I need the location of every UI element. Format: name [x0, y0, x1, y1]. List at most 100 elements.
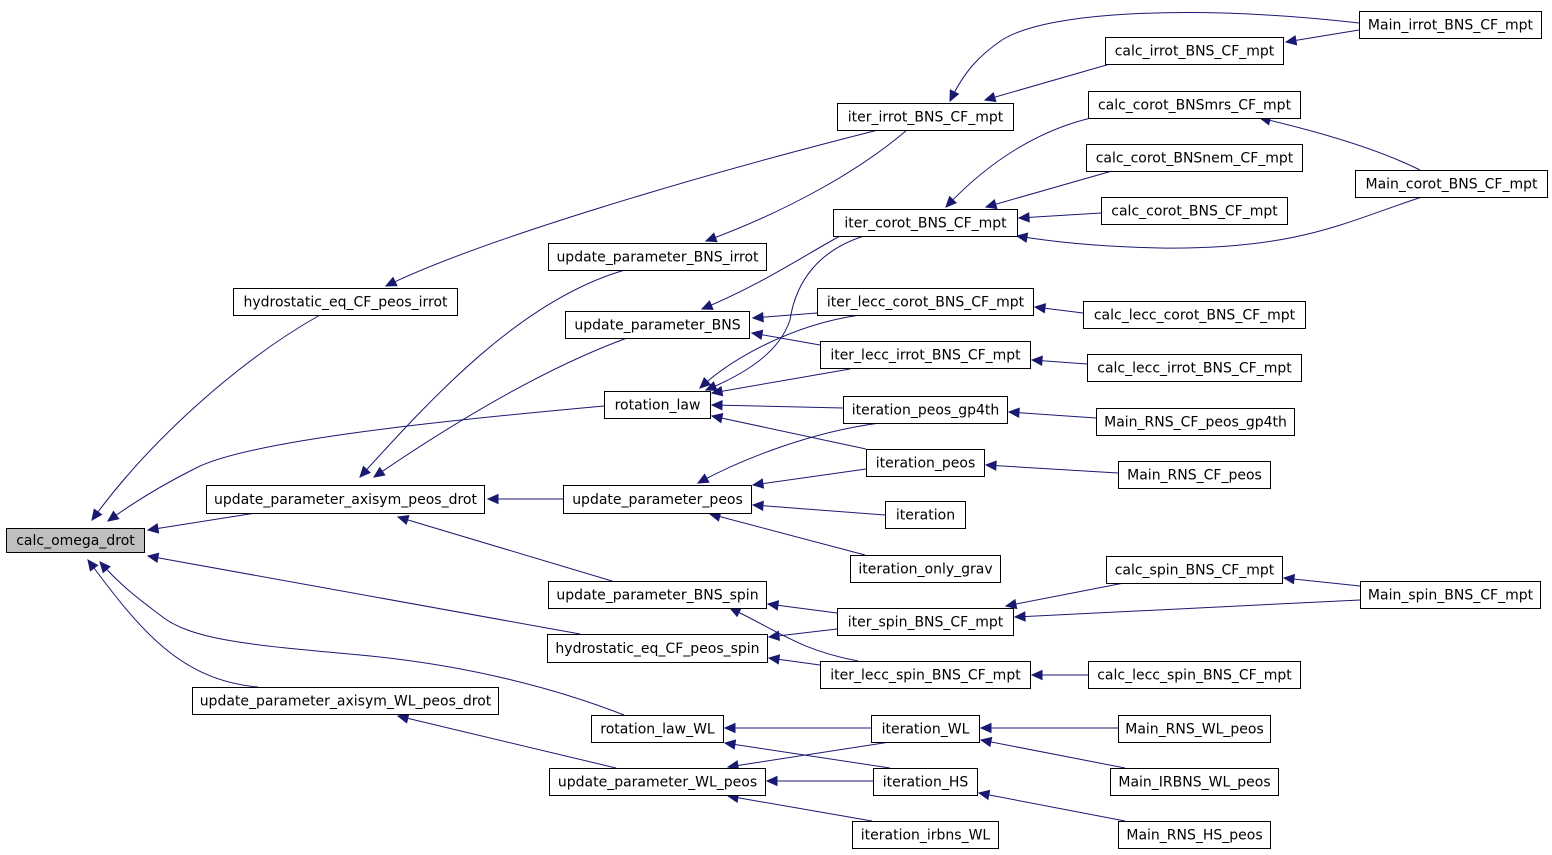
call-edge-calc_spin_BNS_CF_mpt-to-iter_spin_BNS_CF_mpt — [1004, 582, 1125, 610]
arrowhead-icon — [396, 514, 410, 526]
node-calc_corot_BNS_CF_mpt[interactable]: calc_corot_BNS_CF_mpt — [1101, 197, 1288, 225]
node-hydrostatic_eq_CF_peos_irrot[interactable]: hydrostatic_eq_CF_peos_irrot — [233, 288, 458, 316]
node-iter_lecc_corot_BNS_CF_mpt[interactable]: iter_lecc_corot_BNS_CF_mpt — [817, 288, 1034, 316]
edge-line — [147, 512, 257, 531]
node-label: update_parameter_axisym_peos_drot — [214, 492, 477, 508]
call-edge-iter_lecc_spin_BNS_CF_mpt-to-hydrostatic_eq_CF_peos_spin — [767, 654, 821, 666]
node-update_parameter_axisym_peos_drot[interactable]: update_parameter_axisym_peos_drot — [206, 485, 485, 514]
arrowhead-icon — [767, 654, 781, 665]
node-label: Main_RNS_HS_peos — [1126, 828, 1262, 844]
node-box — [1360, 581, 1541, 609]
edge-line — [1014, 599, 1361, 618]
arrowhead-icon — [984, 460, 997, 471]
edge-line — [985, 464, 1119, 474]
node-update_parameter_BNS_spin[interactable]: update_parameter_BNS_spin — [548, 581, 767, 609]
call-edge-hydrostatic_eq_CF_peos_irrot-to-calc_omega_drot — [91, 314, 321, 521]
node-box — [871, 715, 980, 743]
node-calc_spin_BNS_CF_mpt[interactable]: calc_spin_BNS_CF_mpt — [1106, 556, 1283, 584]
edge-line — [768, 628, 838, 638]
node-label: iteration_HS — [883, 775, 969, 791]
node-rotation_law_WL[interactable]: rotation_law_WL — [591, 715, 724, 743]
arrowhead-icon — [1284, 35, 1298, 46]
node-box — [820, 341, 1031, 369]
node-hydrostatic_eq_CF_peos_spin[interactable]: hydrostatic_eq_CF_peos_spin — [547, 634, 768, 663]
edge-line — [87, 559, 259, 688]
edge-line — [147, 555, 581, 635]
edge-line — [1285, 29, 1360, 43]
node-box — [1101, 197, 1288, 225]
node-calc_corot_BNSmrs_CF_mpt[interactable]: calc_corot_BNSmrs_CF_mpt — [1088, 91, 1301, 119]
node-iteration_irbns_WL[interactable]: iteration_irbns_WL — [852, 821, 999, 849]
edge-line — [705, 235, 865, 391]
call-edge-iteration-to-update_parameter_peos — [751, 500, 886, 516]
arrowhead-icon — [107, 510, 120, 522]
node-iter_lecc_irrot_BNS_CF_mpt[interactable]: iter_lecc_irrot_BNS_CF_mpt — [820, 341, 1031, 369]
node-iter_corot_BNS_CF_mpt[interactable]: iter_corot_BNS_CF_mpt — [833, 209, 1018, 237]
node-calc_irrot_BNS_CF_mpt[interactable]: calc_irrot_BNS_CF_mpt — [1105, 37, 1284, 65]
node-Main_irrot_BNS_CF_mpt[interactable]: Main_irrot_BNS_CF_mpt — [1359, 11, 1542, 39]
node-label: calc_irrot_BNS_CF_mpt — [1115, 44, 1275, 60]
node-rotation_law[interactable]: rotation_law — [604, 391, 711, 419]
node-update_parameter_BNS[interactable]: update_parameter_BNS — [565, 311, 750, 339]
node-iteration_only_grav[interactable]: iteration_only_grav — [850, 555, 1001, 583]
edge-line — [359, 269, 626, 478]
node-label: iteration_WL — [882, 722, 970, 738]
node-iteration_peos[interactable]: iteration_peos — [866, 449, 985, 477]
arrowhead-icon — [704, 232, 718, 243]
node-Main_RNS_WL_peos[interactable]: Main_RNS_WL_peos — [1118, 715, 1271, 743]
node-box — [1118, 715, 1271, 743]
node-box — [1088, 661, 1301, 689]
node-box — [1088, 91, 1301, 119]
node-update_parameter_BNS_irrot[interactable]: update_parameter_BNS_irrot — [548, 243, 767, 271]
arrowhead-icon — [710, 413, 724, 424]
node-Main_spin_BNS_CF_mpt[interactable]: Main_spin_BNS_CF_mpt — [1360, 581, 1541, 609]
call-edge-calc_lecc_corot_BNS_CF_mpt-to-iter_lecc_corot_BNS_CF_mpt — [1033, 303, 1084, 314]
arrowhead-icon — [699, 376, 712, 389]
arrowhead-icon — [704, 381, 718, 391]
node-label: calc_corot_BNSmrs_CF_mpt — [1098, 98, 1292, 114]
node-iteration_peos_gp4th[interactable]: iteration_peos_gp4th — [843, 396, 1008, 424]
node-iter_lecc_spin_BNS_CF_mpt[interactable]: iter_lecc_spin_BNS_CF_mpt — [820, 661, 1031, 689]
node-update_parameter_axisym_WL_peos_drot[interactable]: update_parameter_axisym_WL_peos_drot — [192, 687, 499, 715]
call-edge-calc_corot_BNSmrs_CF_mpt-to-iter_corot_BNS_CF_mpt — [945, 117, 1092, 208]
node-iter_spin_BNS_CF_mpt[interactable]: iter_spin_BNS_CF_mpt — [837, 608, 1014, 636]
node-box — [1105, 37, 1284, 65]
arrowhead-icon — [949, 89, 960, 103]
node-box — [1118, 461, 1271, 489]
node-label: update_parameter_BNS_spin — [556, 588, 758, 604]
node-label: Main_spin_BNS_CF_mpt — [1368, 588, 1534, 604]
node-calc_omega_drot[interactable]: calc_omega_drot — [6, 528, 145, 553]
node-label: calc_corot_BNSnem_CF_mpt — [1096, 151, 1294, 167]
node-label: Main_IRBNS_WL_peos — [1118, 775, 1270, 791]
node-iteration_WL[interactable]: iteration_WL — [871, 715, 980, 743]
call-edge-Main_irrot_BNS_CF_mpt-to-calc_irrot_BNS_CF_mpt — [1284, 29, 1360, 46]
node-box — [1106, 556, 1283, 584]
node-iteration[interactable]: iteration — [885, 501, 966, 529]
node-Main_corot_BNS_CF_mpt[interactable]: Main_corot_BNS_CF_mpt — [1355, 170, 1548, 198]
node-calc_lecc_irrot_BNS_CF_mpt[interactable]: calc_lecc_irrot_BNS_CF_mpt — [1087, 354, 1302, 382]
node-iteration_HS[interactable]: iteration_HS — [873, 768, 978, 796]
arrowhead-icon — [696, 473, 710, 484]
edge-line — [1016, 196, 1423, 249]
node-update_parameter_WL_peos[interactable]: update_parameter_WL_peos — [549, 768, 766, 796]
edge-line — [724, 742, 891, 769]
node-box — [843, 396, 1008, 424]
node-Main_RNS_HS_peos[interactable]: Main_RNS_HS_peos — [1118, 821, 1271, 849]
node-calc_lecc_corot_BNS_CF_mpt[interactable]: calc_lecc_corot_BNS_CF_mpt — [1083, 301, 1306, 329]
node-update_parameter_peos[interactable]: update_parameter_peos — [563, 485, 752, 514]
edge-line — [107, 405, 605, 522]
node-Main_RNS_CF_peos[interactable]: Main_RNS_CF_peos — [1118, 461, 1271, 489]
node-calc_lecc_spin_BNS_CF_mpt[interactable]: calc_lecc_spin_BNS_CF_mpt — [1088, 661, 1301, 689]
node-Main_IRBNS_WL_peos[interactable]: Main_IRBNS_WL_peos — [1110, 768, 1279, 796]
node-box — [820, 661, 1031, 689]
edge-line — [99, 561, 625, 716]
call-edge-iter_lecc_corot_BNS_CF_mpt-to-update_parameter_BNS — [751, 311, 818, 323]
node-box — [1096, 408, 1295, 436]
node-Main_RNS_CF_peos_gp4th[interactable]: Main_RNS_CF_peos_gp4th — [1096, 408, 1295, 436]
node-calc_corot_BNSnem_CF_mpt[interactable]: calc_corot_BNSnem_CF_mpt — [1086, 144, 1303, 172]
arrowhead-icon — [1030, 669, 1043, 681]
call-edge-iter_irrot_BNS_CF_mpt-to-hydrostatic_eq_CF_peos_irrot — [384, 129, 879, 287]
call-edge-update_parameter_BNS-to-update_parameter_axisym_peos_drot — [372, 337, 628, 478]
edge-line — [709, 513, 866, 556]
node-iter_irrot_BNS_CF_mpt[interactable]: iter_irrot_BNS_CF_mpt — [837, 103, 1014, 131]
